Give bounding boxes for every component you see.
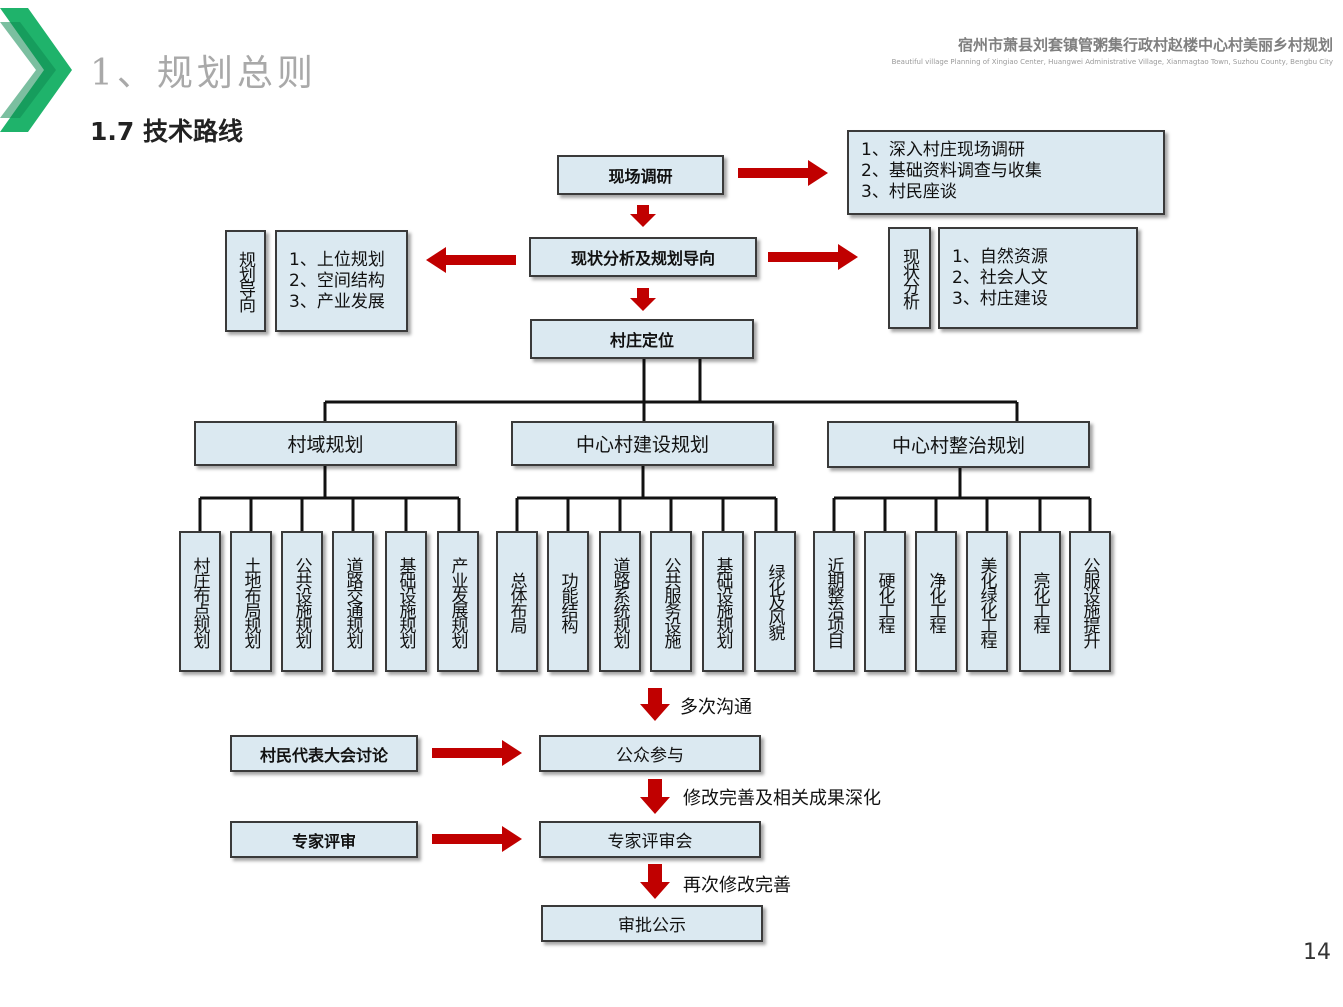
- leaf-center-renovation-6: 公服设施提升: [1069, 531, 1111, 672]
- note-communication: 多次沟通: [680, 697, 752, 718]
- status-items-box: 1、自然资源 2、社会人文 3、村庄建设: [938, 227, 1138, 329]
- leaf-center-construction-6: 绿化及风貌: [754, 531, 796, 672]
- list-item: 2、基础资料调查与收集: [861, 161, 1042, 181]
- leaf-center-construction-1: 总体布局: [496, 531, 538, 672]
- project-title: 宿州市萧县刘套镇管粥集行政村赵楼中心村美丽乡村规划: [957, 36, 1333, 54]
- list-item: 3、村庄建设: [952, 289, 1048, 309]
- flow-arrows: [426, 160, 858, 899]
- branch-center-construction: 中心村建设规划: [511, 421, 774, 466]
- leaf-center-construction-4: 公共服务设施: [650, 531, 692, 672]
- leaf-village-area-4: 道路交通规划: [332, 531, 374, 672]
- survey-box: 现场调研: [557, 155, 724, 195]
- list-item: 1、自然资源: [952, 247, 1048, 267]
- leaf-village-area-2: 土地布局规划: [230, 531, 272, 672]
- branch-village-area: 村域规划: [194, 421, 457, 466]
- leaf-center-construction-2: 功能结构: [547, 531, 589, 672]
- leaf-center-construction-5: 基础设施规划: [702, 531, 744, 672]
- leaf-center-renovation-5: 亮化工程: [1019, 531, 1061, 672]
- note-revision: 修改完善及相关成果深化: [683, 788, 881, 809]
- leaf-village-area-6: 产业发展规划: [437, 531, 479, 672]
- section-title: 1、规划总则: [90, 53, 317, 94]
- list-item: 3、村民座谈: [861, 182, 957, 202]
- expert-meeting-box: 专家评审会: [539, 821, 761, 858]
- page-number: 14: [1303, 940, 1331, 965]
- analysis-box: 现状分析及规划导向: [529, 237, 757, 277]
- survey-items-box: 1、深入村庄现场调研 2、基础资料调查与收集 3、村民座谈: [847, 130, 1165, 215]
- leaf-center-renovation-4: 美化绿化工程: [966, 531, 1008, 672]
- leaf-village-area-3: 公共设施规划: [281, 531, 323, 672]
- leaf-center-construction-3: 道路系统规划: [599, 531, 641, 672]
- list-item: 1、上位规划: [289, 250, 385, 270]
- project-subtitle: Beautiful village Planning of Xingiao Ce…: [891, 58, 1333, 66]
- leaf-center-renovation-1: 近期整治项目: [813, 531, 855, 672]
- expert-review-box: 专家评审: [230, 821, 418, 858]
- leaf-center-renovation-3: 净化工程: [915, 531, 957, 672]
- approval-box: 审批公示: [541, 905, 763, 942]
- list-item: 1、深入村庄现场调研: [861, 140, 1025, 160]
- subsection-title: 1.7 技术路线: [90, 117, 243, 146]
- guidance-label-box: 规划导向: [225, 230, 266, 332]
- leaf-village-area-5: 基础设施规划: [385, 531, 427, 672]
- list-item: 3、产业发展: [289, 292, 385, 312]
- list-item: 2、空间结构: [289, 271, 385, 291]
- positioning-box: 村庄定位: [530, 319, 754, 359]
- public-participation-box: 公众参与: [539, 735, 761, 772]
- branch-center-renovation: 中心村整治规划: [827, 421, 1090, 468]
- guidance-items-box: 1、上位规划 2、空间结构 3、产业发展: [275, 230, 408, 332]
- villager-meeting-box: 村民代表大会讨论: [230, 735, 418, 772]
- chevron-logo-icon: [0, 8, 72, 132]
- note-re-revision: 再次修改完善: [683, 875, 791, 896]
- list-item: 2、社会人文: [952, 268, 1048, 288]
- status-label-box: 现状分析: [888, 227, 931, 329]
- leaf-village-area-1: 村庄布点规划: [179, 531, 221, 672]
- leaf-center-renovation-2: 硬化工程: [864, 531, 906, 672]
